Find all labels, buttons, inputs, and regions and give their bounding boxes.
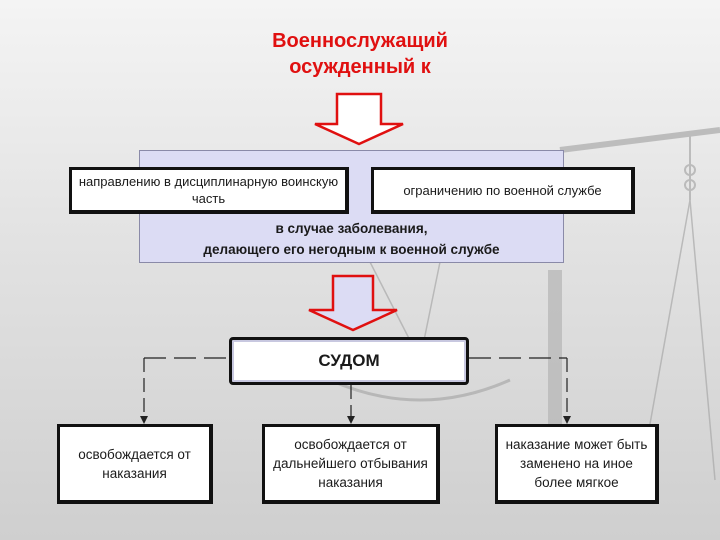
down-arrow-top-icon xyxy=(314,92,404,146)
title-line-2: осужденный к xyxy=(289,56,431,78)
court-box: СУДОМ xyxy=(229,337,469,385)
outcome-3-label: наказание может быть заменено на иное бо… xyxy=(505,437,648,490)
down-arrow-middle-icon xyxy=(308,274,398,332)
outcome-released-from-punishment: освобождается от наказания xyxy=(57,424,213,504)
option-service-restriction-label: ограничению по военной службе xyxy=(403,182,602,198)
outcome-1-label: освобождается от наказания xyxy=(78,446,191,481)
condition-line-2: делающего его негодным к военной службе xyxy=(203,242,500,257)
diagram-title: Военнослужащий осужденный к xyxy=(200,28,520,80)
title-line-1: Военнослужащий xyxy=(272,30,448,52)
outcome-released-from-further-serving: освобождается от дальнейшего отбывания н… xyxy=(262,424,440,504)
court-label: СУДОМ xyxy=(318,351,380,370)
outcome-replaced-with-milder: наказание может быть заменено на иное бо… xyxy=(495,424,659,504)
condition-text: в случае заболевания, делающего его него… xyxy=(139,218,564,260)
option-disciplinary-unit: направлению в дисциплинарную воинскую ча… xyxy=(69,167,349,214)
option-disciplinary-unit-label: направлению в дисциплинарную воинскую ча… xyxy=(78,174,339,206)
option-service-restriction: ограничению по военной службе xyxy=(371,167,635,214)
condition-line-1: в случае заболевания, xyxy=(275,221,428,236)
outcome-2-label: освобождается от дальнейшего отбывания н… xyxy=(273,437,428,490)
